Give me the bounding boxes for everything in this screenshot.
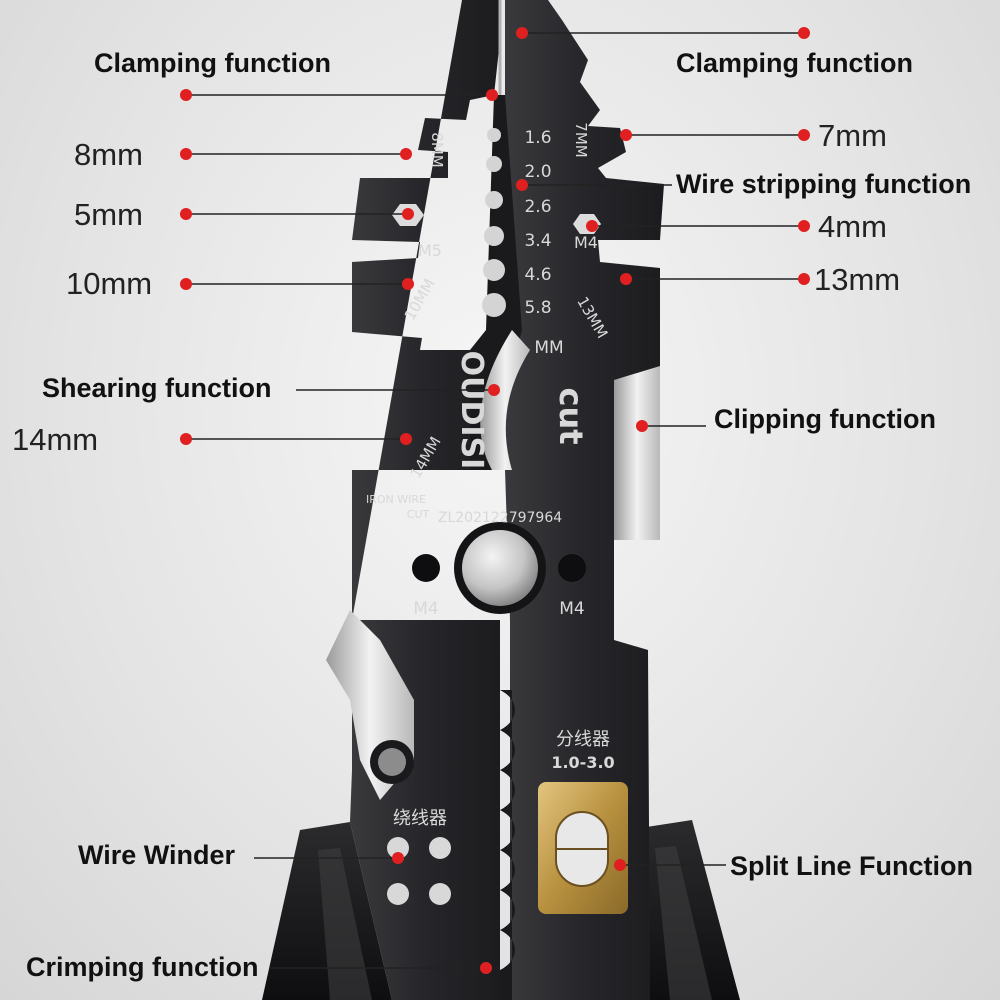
shear-blade <box>480 330 530 470</box>
winder-holes <box>387 837 451 905</box>
hex8-label: 8MM <box>428 132 446 167</box>
stripping-holes <box>482 128 506 317</box>
leader-lines <box>186 32 804 969</box>
pivot-bolt <box>412 522 586 614</box>
label-wire-stripping: Wire stripping function <box>676 169 971 199</box>
gauge-4: 3.4 <box>524 231 551 251</box>
gauge-1: 1.6 <box>524 128 551 148</box>
label-split-line: Split Line Function <box>730 851 973 881</box>
splitter-range: 1.0-3.0 <box>551 753 614 772</box>
label-7mm: 7mm <box>818 118 887 153</box>
label-clamping-right: Clamping function <box>676 48 913 78</box>
splitter-label: 分线器 <box>556 729 610 750</box>
label-13mm: 13mm <box>814 262 900 297</box>
callout-labels: Clamping function Clamping function 8mm … <box>12 48 973 982</box>
gauge-3: 2.6 <box>524 197 551 217</box>
label-wire-winder: Wire Winder <box>78 840 236 870</box>
label-14mm: 14mm <box>12 422 98 457</box>
right-jaw <box>505 0 664 1000</box>
split-line-insert <box>538 782 628 914</box>
crimping-teeth <box>500 690 515 1000</box>
iron-cut-label: CUT <box>407 508 430 521</box>
clipping-blade <box>614 366 660 540</box>
m4-left-label: M4 <box>413 599 438 619</box>
cut-label: cut <box>552 387 590 444</box>
m4-right-label: M4 <box>559 599 584 619</box>
gauge-2: 2.0 <box>524 162 551 182</box>
marker-dots <box>180 27 810 974</box>
brand-logo: OUDISI <box>454 351 489 470</box>
label-clamping-left: Clamping function <box>94 48 331 78</box>
gauge-5: 4.6 <box>524 265 551 285</box>
lock-latch <box>326 610 414 800</box>
label-8mm: 8mm <box>74 137 143 172</box>
label-clipping: Clipping function <box>714 404 936 434</box>
mm-unit: MM <box>534 338 563 358</box>
winder-label: 绕线器 <box>393 808 447 829</box>
iron-wire-label: IRON WIRE <box>366 493 426 506</box>
label-5mm: 5mm <box>74 197 143 232</box>
m5-label: M5 <box>418 241 442 260</box>
label-shearing: Shearing function <box>42 373 272 403</box>
patent-number: ZL202122797964 <box>438 510 562 526</box>
label-crimping: Crimping function <box>26 952 258 982</box>
gauge-6: 5.8 <box>524 298 551 318</box>
hex7-label: 7MM <box>572 122 590 157</box>
label-10mm: 10mm <box>66 266 152 301</box>
m4-top-label: M4 <box>574 233 598 252</box>
label-4mm: 4mm <box>818 209 887 244</box>
